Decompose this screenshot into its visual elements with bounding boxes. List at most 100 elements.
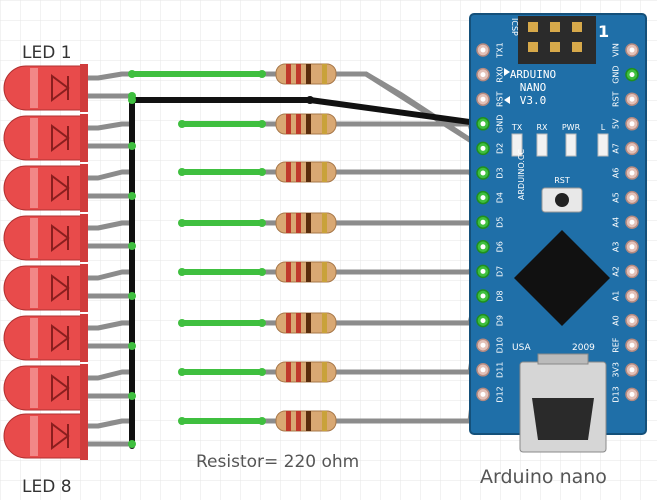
resistor-band <box>306 64 311 84</box>
board-pin-label-left: D4 <box>496 192 505 203</box>
bus-junction <box>128 242 136 250</box>
red-led <box>3 214 88 262</box>
icsp-label: ICSP <box>510 18 519 36</box>
led-body <box>3 413 85 459</box>
icsp-pin <box>528 42 538 52</box>
led-highlight <box>30 368 38 408</box>
board-pin-label-right: A7 <box>612 143 621 154</box>
resistor-band <box>322 411 327 431</box>
resistor-band <box>296 114 301 134</box>
wire-end <box>178 268 186 276</box>
board-pin-label-right: A5 <box>612 192 621 203</box>
bus-junction <box>128 292 136 300</box>
bus-junction <box>128 342 136 350</box>
ground-wires <box>128 92 484 449</box>
led-anode-wire <box>84 121 132 131</box>
led-highlight <box>30 168 38 208</box>
pin-hole <box>480 318 486 324</box>
bus-junction <box>128 142 136 150</box>
icsp-pin <box>572 22 582 32</box>
board-pin-label-right: A2 <box>612 266 621 277</box>
board-pin-label-left: RX0 <box>496 67 505 83</box>
wire-end <box>178 368 186 376</box>
led-first-label: LED 1 <box>22 43 72 63</box>
pin-hole <box>629 293 635 299</box>
diode-symbol-icon <box>51 224 70 252</box>
wire-bend <box>306 96 314 104</box>
led-body <box>3 165 85 211</box>
resistor-band <box>306 362 311 382</box>
led-anode-wire <box>84 169 132 181</box>
pin-hole <box>480 342 486 348</box>
pin-hole <box>629 96 635 102</box>
resistor-band <box>306 114 311 134</box>
resistor-band <box>322 362 327 382</box>
led-body <box>3 115 85 161</box>
resistor <box>275 161 337 183</box>
wire-end <box>258 120 266 128</box>
led-body <box>3 265 85 311</box>
board-pin-label-right: A0 <box>612 315 621 326</box>
board-pin-label-left: D6 <box>496 241 505 252</box>
red-led <box>3 64 88 112</box>
wire-end <box>178 319 186 327</box>
year-label: 2009 <box>572 343 595 353</box>
board-pin-label-right: RST <box>612 91 621 107</box>
wire-end <box>258 219 266 227</box>
board-pin-label-left: D5 <box>496 217 505 228</box>
diode-symbol-icon <box>51 124 70 152</box>
board-pin-label-left: D11 <box>496 362 505 378</box>
bus-junction <box>128 440 136 448</box>
resistor-band <box>322 114 327 134</box>
pin-hole <box>480 145 486 151</box>
board-pin-label-left: D10 <box>496 337 505 353</box>
reset-button-cap[interactable] <box>555 193 569 207</box>
pin-hole <box>629 170 635 176</box>
pin-hole <box>480 391 486 397</box>
board-pin-label-right: 5V <box>612 118 621 129</box>
led-rim <box>80 64 88 112</box>
wire-end <box>178 219 186 227</box>
board-pin-label-left: D9 <box>496 315 505 326</box>
arrow-right-icon <box>504 68 510 76</box>
wire-end <box>258 319 266 327</box>
red-led <box>3 314 88 362</box>
board-pin-label-left: RST <box>496 91 505 107</box>
pin-hole <box>480 244 486 250</box>
pin-hole <box>629 195 635 201</box>
board-pin-label-left: D7 <box>496 266 505 277</box>
icsp-pins <box>528 22 582 52</box>
status-led <box>536 133 548 157</box>
status-led-label: TX <box>511 123 523 132</box>
resistor-band <box>322 313 327 333</box>
led-last-label: LED 8 <box>22 477 72 497</box>
resistor-note: Resistor= 220 ohm <box>196 452 359 472</box>
diode-symbol-icon <box>51 74 70 102</box>
icsp-pin <box>572 42 582 52</box>
led-highlight <box>30 68 38 108</box>
resistor <box>275 261 337 283</box>
board-pin-label-right: GND <box>612 65 621 83</box>
resistor-group <box>275 63 337 432</box>
board-pin-label-right: A3 <box>612 242 621 253</box>
led-highlight <box>30 218 38 258</box>
wire-end <box>178 120 186 128</box>
icsp-pin <box>550 42 560 52</box>
pin-hole <box>480 72 486 78</box>
pin-hole <box>629 219 635 225</box>
board-pin-label-right: 3V3 <box>612 362 621 378</box>
resistor-band <box>322 162 327 182</box>
icsp-pin <box>528 22 538 32</box>
bus-junction <box>128 192 136 200</box>
led-rim <box>80 264 88 312</box>
resistor <box>275 361 337 383</box>
resistor-band <box>306 162 311 182</box>
resistor-band <box>296 262 301 282</box>
usb-port-icon <box>532 398 594 440</box>
resistor-band <box>286 313 291 333</box>
pin-hole <box>480 293 486 299</box>
resistor-band <box>296 362 301 382</box>
red-led <box>3 164 88 212</box>
board-pin-headers: TX1RX0RSTGNDD2D3D4D5D6D7D8D9D10D11D12VIN… <box>476 42 639 403</box>
